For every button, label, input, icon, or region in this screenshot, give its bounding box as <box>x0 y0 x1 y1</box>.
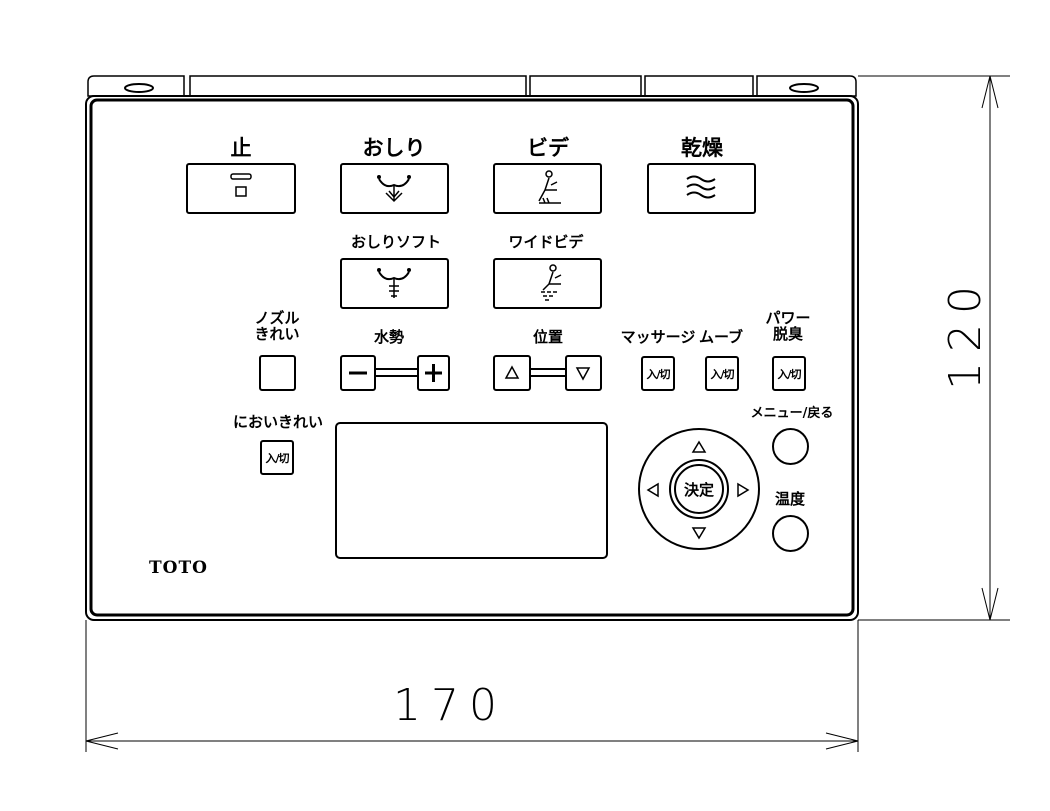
triangle-up-icon <box>504 365 520 379</box>
massage-label: マッサージ <box>620 328 696 346</box>
bidet-person-icon <box>538 170 561 204</box>
move-on-off-button[interactable]: 入/切 <box>705 356 739 391</box>
menu-back-button[interactable] <box>772 428 809 465</box>
temperature-label: 温度 <box>774 490 806 508</box>
tab-oval-left <box>124 83 154 93</box>
top-tab-right-1 <box>529 75 642 97</box>
top-tab-center <box>189 75 527 97</box>
stop-label: 止 <box>230 136 252 160</box>
display-screen <box>335 422 608 559</box>
warm-air-icon <box>686 175 716 199</box>
move-label: ムーブ <box>698 328 744 346</box>
top-tab-left <box>87 75 185 97</box>
remote-body-inner <box>89 98 855 617</box>
position-up-button[interactable] <box>493 355 531 391</box>
oshiri-label: おしり <box>362 136 426 160</box>
position-down-button[interactable] <box>565 355 602 391</box>
wide-bidet-label: ワイドビデ <box>508 233 584 251</box>
oshiri-spray-icon <box>377 175 411 203</box>
triangle-down-icon <box>575 367 591 381</box>
tab-oval-right <box>789 83 819 93</box>
nozzle-clean-button[interactable] <box>259 355 296 391</box>
oshiri-soft-label: おしりソフト <box>350 233 442 251</box>
dry-button[interactable] <box>647 163 756 214</box>
menu-back-label: メニュー/戻る <box>750 406 834 421</box>
remote-body-outer <box>85 95 859 621</box>
oshiri-soft-button[interactable] <box>340 258 449 309</box>
minus-icon <box>349 371 367 375</box>
stop-icon <box>230 173 252 197</box>
power-deodorize-label: パワー 脱臭 <box>765 309 811 343</box>
top-tab-right-2 <box>644 75 754 97</box>
confirm-button[interactable]: 決定 <box>683 480 714 499</box>
odor-clean-on-off-button[interactable]: 入/切 <box>260 440 294 475</box>
triangle-up-icon[interactable] <box>688 440 710 454</box>
water-pressure-plus-button[interactable] <box>417 355 450 391</box>
water-pressure-minus-button[interactable] <box>340 355 376 391</box>
bidet-label: ビデ <box>527 136 569 160</box>
odor-clean-label: においきれい <box>232 413 324 431</box>
position-label: 位置 <box>532 328 564 346</box>
massage-on-off-button[interactable]: 入/切 <box>641 356 675 391</box>
width-dimension: 170 <box>393 680 507 731</box>
temperature-button[interactable] <box>772 515 809 552</box>
plus-icon <box>425 364 442 382</box>
water-pressure-label: 水勢 <box>373 328 405 346</box>
height-dimension: 120 <box>940 276 991 390</box>
dpad-ring <box>638 428 760 550</box>
triangle-right-icon[interactable] <box>736 479 750 501</box>
power-deodorize-on-off-button[interactable]: 入/切 <box>772 356 806 391</box>
bidet-button[interactable] <box>493 163 602 214</box>
nozzle-clean-label: ノズル きれい <box>254 309 300 343</box>
stop-button[interactable] <box>186 163 296 214</box>
triangle-down-icon[interactable] <box>688 526 710 540</box>
triangle-left-icon[interactable] <box>646 479 660 501</box>
brand-logo: TOTO <box>149 558 208 578</box>
dry-label: 乾燥 <box>681 136 723 160</box>
top-tab-right <box>756 75 857 97</box>
oshiri-button[interactable] <box>340 163 449 214</box>
wide-bidet-icon <box>541 264 562 301</box>
oshiri-soft-icon <box>377 268 411 298</box>
wide-bidet-button[interactable] <box>493 258 602 309</box>
